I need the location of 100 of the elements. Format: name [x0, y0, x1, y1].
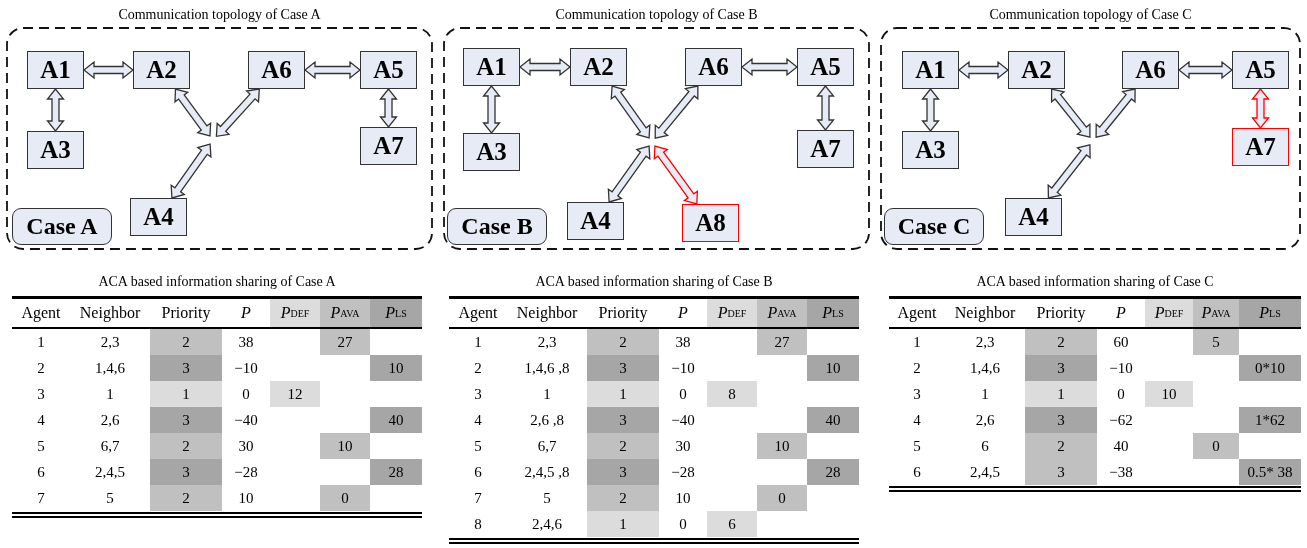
table-cell: 2 [1025, 433, 1097, 459]
table-cell-text: 10 [674, 488, 692, 508]
table-cell: 0*10 [1239, 355, 1301, 381]
table-cell: 6 [707, 511, 757, 537]
agent-box: A5 [797, 48, 854, 86]
agent-box: A6 [248, 51, 305, 89]
table-cell-text: 7 [473, 488, 483, 508]
table-cell: 10 [757, 433, 807, 459]
case-label-box: Case B [447, 208, 547, 245]
table-cell-text: 38 [674, 332, 692, 352]
agent-box: A8 [682, 204, 739, 242]
table-cell: 27 [757, 329, 807, 355]
double-headed-arrow [215, 88, 260, 138]
agent-box: A4 [1005, 198, 1062, 236]
column-header: Agent [457, 303, 499, 324]
table-cell-text: 38 [237, 332, 255, 352]
table-cell-text: 2,3 [974, 332, 996, 352]
double-headed-arrow [82, 60, 135, 80]
table-cell-text: 1 [36, 332, 46, 352]
table-cell-text: 0 [678, 514, 688, 534]
double-headed-arrow [740, 57, 799, 77]
table-cell-text: 1,4,6 ,8 [523, 358, 571, 378]
double-headed-arrow [921, 87, 940, 133]
table-cell-text: 5 [36, 436, 46, 456]
panel-title: Communication topology of Case C [988, 6, 1193, 24]
table-cell: 1*62 [1239, 407, 1301, 433]
table-cell: 40 [370, 407, 422, 433]
double-headed-arrow [303, 60, 362, 80]
table-cell: 27 [320, 329, 370, 355]
table-cell-text: −28 [233, 462, 259, 482]
double-headed-arrow [482, 84, 501, 135]
double-headed-arrow [1050, 88, 1091, 138]
table-cell-text: 8 [473, 514, 483, 534]
table-cell-text: 60 [1112, 332, 1130, 352]
table-cell-text: 5 [912, 436, 922, 456]
table-cell: 8 [707, 381, 757, 407]
table-cell-text: 0 [1116, 384, 1126, 404]
table-cell: 40 [807, 407, 859, 433]
table-cell: 3 [587, 459, 659, 485]
table-cell: 3 [587, 355, 659, 381]
table-cell-text: 5 [473, 436, 483, 456]
table-cell-text: −40 [233, 410, 259, 430]
table-cell-text: 6,7 [536, 436, 558, 456]
column-header: P [240, 303, 252, 323]
table-cell-text: 2 [912, 358, 922, 378]
agent-box: A2 [570, 48, 627, 86]
double-headed-arrow [518, 57, 572, 77]
double-headed-arrow [379, 87, 398, 129]
table-cell: 1 [1025, 381, 1097, 407]
table-cell: 0 [757, 485, 807, 511]
table-cell: 0 [320, 485, 370, 511]
column-header: Priority [1035, 303, 1087, 324]
double-headed-arrow [653, 145, 699, 205]
double-headed-arrow [610, 85, 651, 139]
table-cell: 12 [270, 381, 320, 407]
column-header: Neighbor [515, 303, 579, 324]
table-cell-text: 3 [912, 384, 922, 404]
table-cell: 2 [150, 433, 222, 459]
table-cell-text: 2 [36, 358, 46, 378]
agent-box: A1 [27, 51, 84, 89]
table-cell: 3 [150, 459, 222, 485]
table-cell-text: 2,4,5 [969, 462, 1001, 482]
column-header: P [1115, 303, 1127, 323]
column-header: P [677, 303, 689, 323]
double-headed-arrow [174, 88, 212, 137]
table-cell-text: 1 [980, 384, 990, 404]
double-headed-arrow [607, 145, 651, 203]
agent-box: A6 [685, 48, 742, 86]
table-cell: 10 [807, 355, 859, 381]
case-label-box: Case C [884, 208, 984, 245]
table-cell-text: −62 [1108, 410, 1134, 430]
table-cell-text: −28 [670, 462, 696, 482]
table-cell: 3 [1025, 459, 1097, 485]
table-cell-text: 40 [1112, 436, 1130, 456]
table-cell: 2 [587, 485, 659, 511]
agent-box: A7 [360, 127, 417, 165]
table-cell-text: 3 [36, 384, 46, 404]
column-header: Agent [20, 303, 62, 324]
table-title: ACA based information sharing of Case B [534, 274, 774, 290]
table-cell-text: 30 [237, 436, 255, 456]
agent-box: A1 [463, 48, 520, 86]
table-cell-text: 6 [36, 462, 46, 482]
column-header: Neighbor [953, 303, 1017, 324]
table-cell-text: 1,4,6 [94, 358, 126, 378]
double-headed-arrow [654, 85, 699, 139]
double-headed-arrow [1177, 60, 1234, 80]
table-cell: 3 [1025, 407, 1097, 433]
table-cell: 10 [370, 355, 422, 381]
table-cell-text: 1 [473, 332, 483, 352]
table-cell: 10 [320, 433, 370, 459]
agent-box: A7 [1232, 128, 1289, 166]
table-cell-text: 2,6 [974, 410, 996, 430]
table-cell-text: 2,3 [536, 332, 558, 352]
table-cell-text: 10 [237, 488, 255, 508]
agent-box: A2 [133, 51, 190, 89]
column-header: Agent [896, 303, 938, 324]
agent-box: A7 [797, 130, 854, 168]
table-cell-text: 4 [36, 410, 46, 430]
double-headed-arrow [170, 143, 212, 199]
double-headed-arrow [46, 87, 65, 133]
